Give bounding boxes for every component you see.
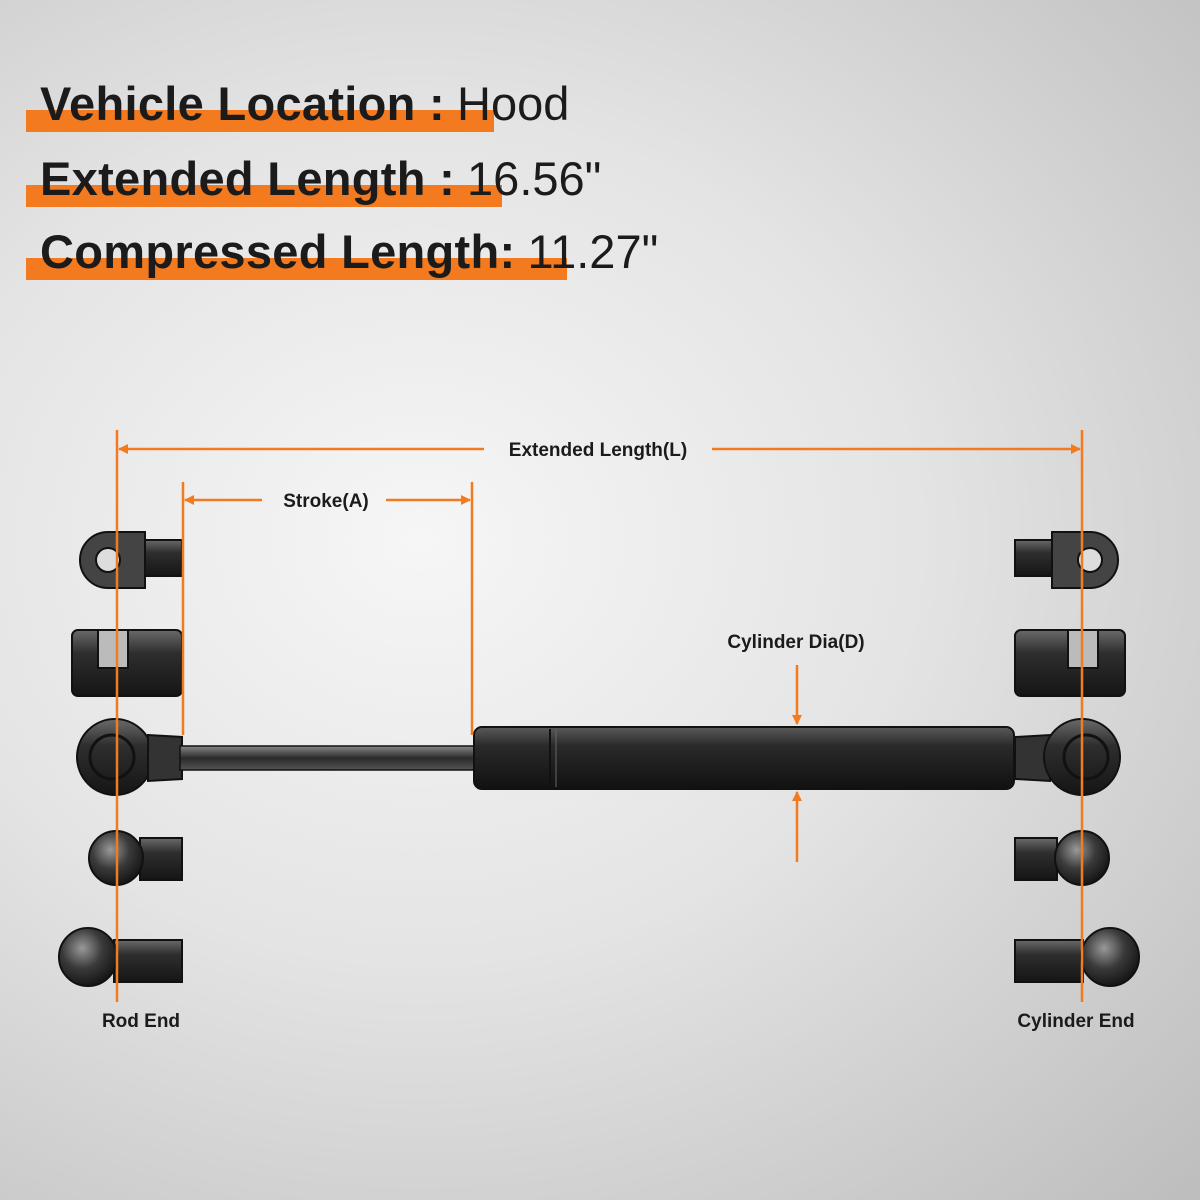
clevis-fitting-icon (1014, 629, 1126, 697)
spec-value: 11.27" (527, 224, 659, 278)
spec-label: Compressed Length: (40, 224, 516, 278)
stroke-label: Stroke(A) (283, 491, 369, 512)
spec-label: Vehicle Location : (40, 76, 445, 130)
piston-rod (179, 745, 481, 771)
cylinder-dia-dimension: Cylinder Dia(D) (727, 632, 865, 862)
reference-lines (115, 430, 1084, 1002)
eyelet-fitting-icon (1014, 531, 1119, 589)
extended-length-label: Extended Length(L) (509, 440, 687, 461)
ball-stud-small-icon (1014, 830, 1110, 886)
spec-compressed-length: Compressed Length: 11.27" (26, 216, 658, 286)
spec-value: Hood (457, 76, 570, 130)
spec-vehicle-location: Vehicle Location : Hood (26, 68, 569, 138)
cylinder-end-fittings (1014, 531, 1140, 987)
cylinder-end-label: Cylinder End (1017, 1011, 1134, 1032)
ball-stud-small-icon (88, 830, 183, 886)
rod-end-label: Rod End (102, 1011, 180, 1032)
extended-length-dimension: Extended Length(L) (118, 440, 1081, 461)
highlight-bar (26, 110, 494, 132)
ball-socket-fitting-icon (1014, 718, 1121, 796)
ball-stud-large-icon (1014, 927, 1140, 987)
cylinder-dia-label: Cylinder Dia(D) (727, 632, 864, 653)
stroke-dimension: Stroke(A) (184, 491, 471, 512)
gas-strut (179, 726, 1015, 790)
spec-extended-length: Extended Length : 16.56" (26, 143, 601, 213)
clevis-fitting-icon (71, 629, 183, 697)
eyelet-fitting-icon (79, 531, 183, 589)
cylinder-body (473, 726, 1015, 790)
ball-stud-large-icon (58, 927, 183, 987)
spec-label: Extended Length : (40, 151, 456, 205)
highlight-bar (26, 185, 502, 207)
rod-end-fittings (58, 531, 183, 987)
ball-socket-fitting-icon (76, 718, 183, 796)
spec-value: 16.56" (467, 151, 602, 205)
highlight-bar (26, 258, 567, 280)
